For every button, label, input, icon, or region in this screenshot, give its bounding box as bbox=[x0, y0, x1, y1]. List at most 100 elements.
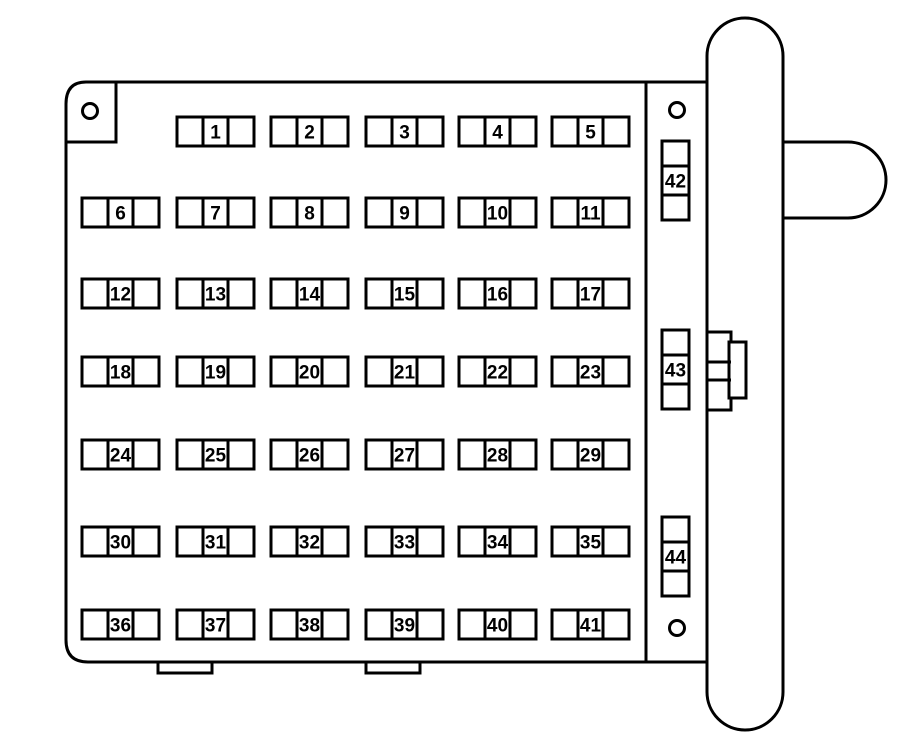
fuse-label: 31 bbox=[205, 533, 227, 554]
fuse-body bbox=[364, 115, 445, 148]
fuse-1: 1 bbox=[175, 115, 256, 148]
fuse-label: 34 bbox=[487, 533, 509, 554]
fuse-label: 29 bbox=[580, 446, 601, 467]
fuse-label: 22 bbox=[487, 363, 508, 384]
connector-tab bbox=[780, 140, 888, 220]
fuse-17: 17 bbox=[550, 277, 631, 310]
fuse-20: 20 bbox=[269, 355, 350, 388]
fuse-body bbox=[457, 438, 538, 471]
fuse-5: 5 bbox=[550, 115, 631, 148]
fuse-body bbox=[457, 277, 538, 310]
fuse-body bbox=[364, 608, 445, 641]
fuse-body bbox=[550, 355, 631, 388]
fuse-16: 16 bbox=[457, 277, 538, 310]
fuse-body bbox=[457, 525, 538, 558]
fuse-body bbox=[457, 608, 538, 641]
fuse-23: 23 bbox=[550, 355, 631, 388]
fuse-body bbox=[269, 196, 350, 229]
fuse-22: 22 bbox=[457, 355, 538, 388]
fuse-14: 14 bbox=[269, 277, 350, 310]
fuse-label: 26 bbox=[299, 446, 320, 467]
fuse-body bbox=[269, 115, 350, 148]
fuse-body bbox=[80, 438, 161, 471]
fuse-body bbox=[364, 277, 445, 310]
fuse-body bbox=[660, 139, 691, 222]
fuse-label: 16 bbox=[487, 285, 508, 306]
fuse-label: 39 bbox=[394, 616, 415, 637]
fuse-label: 21 bbox=[394, 363, 416, 384]
fuse-24: 24 bbox=[80, 438, 161, 471]
fuse-body bbox=[175, 525, 256, 558]
fuse-4: 4 bbox=[457, 115, 538, 148]
fuse-body bbox=[269, 525, 350, 558]
fuse-body bbox=[80, 196, 161, 229]
fuse-label: 23 bbox=[580, 363, 601, 384]
fuse-body bbox=[457, 196, 538, 229]
fuse-label: 43 bbox=[665, 361, 686, 382]
fuse-label: 2 bbox=[304, 123, 315, 144]
fuse-11: 11 bbox=[550, 196, 631, 229]
fuse-32: 32 bbox=[269, 525, 350, 558]
fuse-43: 43 bbox=[660, 328, 691, 411]
fuse-body bbox=[457, 355, 538, 388]
fuse-label: 7 bbox=[210, 204, 221, 225]
fuse-28: 28 bbox=[457, 438, 538, 471]
fuse-label: 11 bbox=[580, 204, 601, 225]
fuse-body bbox=[550, 277, 631, 310]
fuse-44: 44 bbox=[660, 515, 691, 598]
fuse-label: 13 bbox=[205, 285, 226, 306]
fuse-body bbox=[269, 355, 350, 388]
fuse-label: 33 bbox=[394, 533, 415, 554]
mounting-hole bbox=[668, 101, 686, 119]
fuse-18: 18 bbox=[80, 355, 161, 388]
fuse-label: 9 bbox=[399, 204, 410, 225]
fuse-label: 36 bbox=[110, 616, 131, 637]
fuse-body bbox=[550, 608, 631, 641]
fuse-41: 41 bbox=[550, 608, 631, 641]
fuse-label: 8 bbox=[304, 204, 315, 225]
fuse-body bbox=[457, 115, 538, 148]
fuse-37: 37 bbox=[175, 608, 256, 641]
fuse-label: 28 bbox=[487, 446, 508, 467]
fuse-label: 19 bbox=[205, 363, 226, 384]
fuse-9: 9 bbox=[364, 196, 445, 229]
fuse-body bbox=[175, 438, 256, 471]
fuse-body bbox=[660, 515, 691, 598]
fuse-body bbox=[550, 525, 631, 558]
fuse-label: 10 bbox=[487, 204, 508, 225]
fuse-7: 7 bbox=[175, 196, 256, 229]
fuse-label: 25 bbox=[205, 446, 227, 467]
fuse-body bbox=[660, 328, 691, 411]
fuse-34: 34 bbox=[457, 525, 538, 558]
fuse-label: 42 bbox=[665, 172, 686, 193]
fuse-3: 3 bbox=[364, 115, 445, 148]
fuse-label: 44 bbox=[665, 548, 687, 569]
fuse-body bbox=[269, 277, 350, 310]
fuse-body bbox=[175, 355, 256, 388]
fuse-19: 19 bbox=[175, 355, 256, 388]
fuse-label: 32 bbox=[299, 533, 320, 554]
fuse-21: 21 bbox=[364, 355, 445, 388]
fuse-36: 36 bbox=[80, 608, 161, 641]
fuse-label: 12 bbox=[110, 285, 131, 306]
fuse-13: 13 bbox=[175, 277, 256, 310]
fuse-body bbox=[550, 115, 631, 148]
fuse-label: 40 bbox=[487, 616, 508, 637]
fuse-label: 20 bbox=[299, 363, 320, 384]
fuse-body bbox=[80, 277, 161, 310]
fuse-29: 29 bbox=[550, 438, 631, 471]
fuse-body bbox=[175, 608, 256, 641]
fuse-body bbox=[175, 277, 256, 310]
fuse-label: 15 bbox=[394, 285, 416, 306]
fuse-33: 33 bbox=[364, 525, 445, 558]
mounting-hole bbox=[81, 102, 99, 120]
fuse-label: 14 bbox=[299, 285, 321, 306]
fuse-40: 40 bbox=[457, 608, 538, 641]
fuse-27: 27 bbox=[364, 438, 445, 471]
fuse-10: 10 bbox=[457, 196, 538, 229]
center-connector-inner bbox=[727, 340, 748, 400]
fuse-body bbox=[80, 355, 161, 388]
fuse-30: 30 bbox=[80, 525, 161, 558]
fuse-15: 15 bbox=[364, 277, 445, 310]
